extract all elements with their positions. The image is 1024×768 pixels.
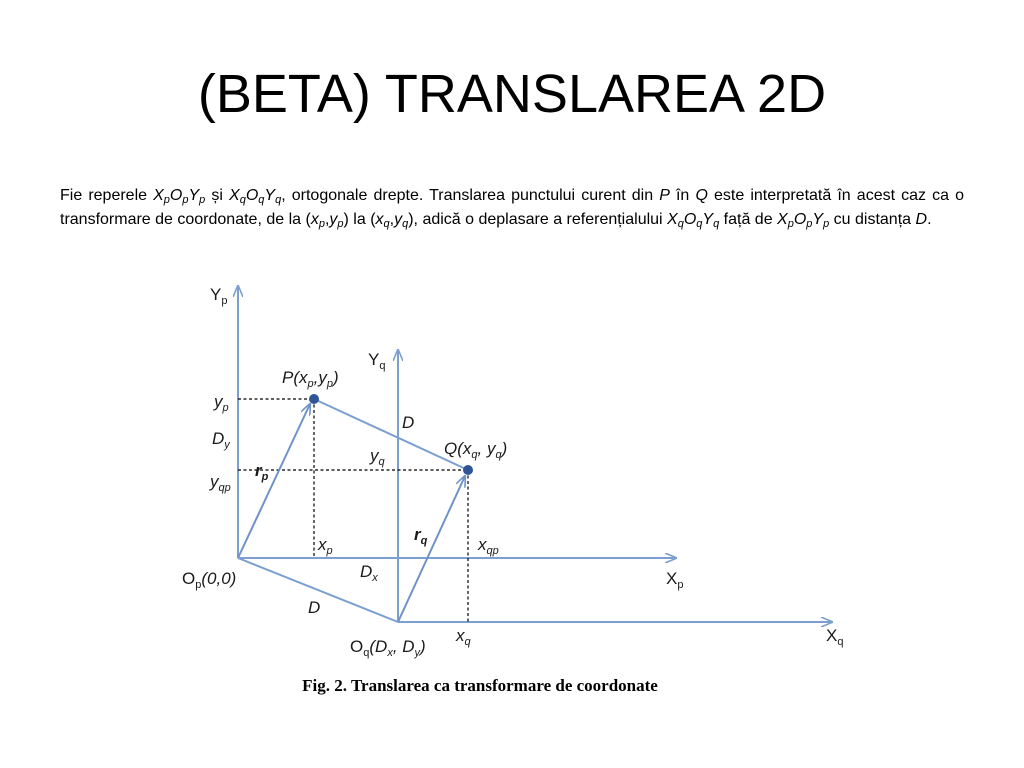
- vector-D-PQ: [313, 398, 469, 471]
- figure-caption: Fig. 2. Translarea ca transformare de co…: [302, 676, 658, 695]
- label-d-upper: D: [402, 413, 414, 432]
- slide-paragraph: Fie reperele XpOpYp și XqOqYq, ortogonal…: [60, 187, 965, 230]
- label-x-p: xp: [317, 535, 333, 557]
- label-yp: Yp: [210, 285, 227, 307]
- label-xq: Xq: [826, 626, 843, 648]
- point-q: [463, 465, 473, 475]
- projection-lines: [238, 398, 469, 622]
- translation-diagram: Yp Yq Xp Xq yp Dy yqp rp rq P(xp,yp) Q(x…: [182, 285, 843, 659]
- label-x-qp: xqp: [477, 535, 499, 557]
- label-y-qp: yqp: [209, 472, 231, 494]
- vector-rq: [397, 476, 465, 623]
- label-rp: rp: [255, 461, 269, 483]
- vector-D-origins: [237, 557, 399, 623]
- label-dy: Dy: [212, 429, 231, 451]
- label-rq: rq: [414, 525, 428, 547]
- point-p: [309, 394, 319, 404]
- slide-title: (BETA) TRANSLAREA 2D: [197, 64, 827, 124]
- label-dx: Dx: [360, 562, 378, 584]
- label-point-p: P(xp,yp): [282, 368, 339, 390]
- label-origin-q: Oq(Dx, Dy): [350, 637, 426, 659]
- label-yq: Yq: [368, 350, 385, 372]
- label-y-q: yq: [369, 446, 386, 468]
- label-x-q: xq: [455, 626, 472, 648]
- label-origin-p: Op(0,0): [182, 569, 236, 591]
- vector-rp: [237, 404, 310, 559]
- label-xp: Xp: [666, 569, 683, 591]
- label-d-lower: D: [308, 598, 320, 617]
- label-y-p: yp: [213, 392, 229, 414]
- label-point-q: Q(xq, yq): [444, 439, 507, 461]
